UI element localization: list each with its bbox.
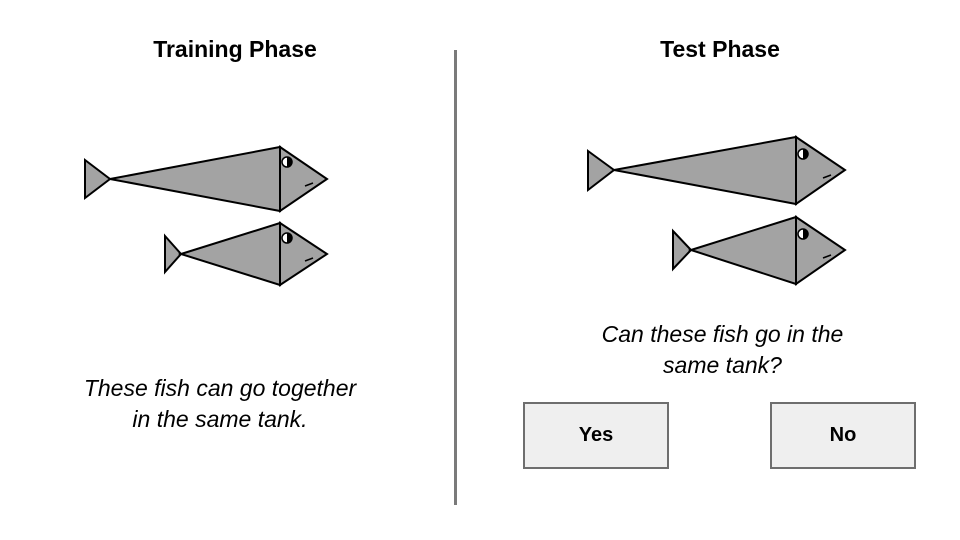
training-caption-line-2: in the same tank. [132,406,308,432]
yes-button[interactable]: Yes [523,402,669,469]
fish-head [795,135,847,206]
fish-tail [672,228,693,272]
fish-body [109,145,281,213]
panel-divider [454,50,457,505]
fish-tail [84,157,112,201]
test-question-line-2: same tank? [663,352,782,378]
fish-body [687,215,797,286]
training-caption: These fish can go together in the same t… [40,373,400,435]
training-long-fish [84,145,329,213]
test-question: Can these fish go in the same tank? [545,319,900,381]
training-short-fish [164,221,329,287]
training-phase-title: Training Phase [153,36,317,62]
test-phase-title: Test Phase [660,36,780,62]
fish-mouth [304,257,314,262]
test-question-line-1: Can these fish go in the [601,321,844,347]
training-caption-line-1: These fish can go together [83,375,357,401]
fish-head [795,215,847,286]
fish-body [613,135,797,206]
test-short-fish [672,215,847,286]
fish-body [177,221,281,287]
no-button[interactable]: No [770,402,916,469]
test-long-fish [587,135,847,206]
fish-mouth [304,182,314,187]
fish-mouth [822,254,832,259]
fish-tail [164,233,183,275]
fish-mouth [822,174,832,179]
fish-tail [587,149,616,193]
